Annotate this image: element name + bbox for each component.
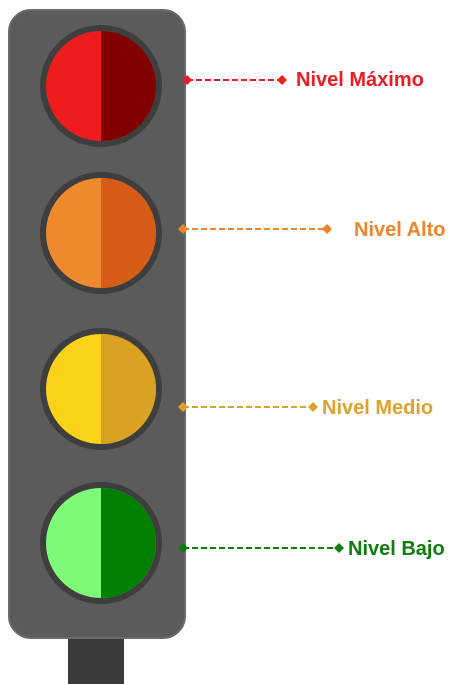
connector-low	[178, 543, 344, 553]
level-label-mid: Nivel Medio	[322, 397, 434, 419]
connector-mid-start-diamond	[178, 402, 188, 412]
connector-max-start-diamond	[182, 75, 192, 85]
lamp-low	[40, 482, 162, 604]
lamp-high	[40, 172, 162, 294]
level-label-max: Nivel Máximo	[296, 69, 424, 91]
connector-high-end-diamond	[322, 224, 332, 234]
lamp-max	[40, 25, 162, 147]
lamp-max-dark-half	[101, 31, 156, 141]
connector-mid-end-diamond	[308, 402, 318, 412]
connector-max	[182, 75, 287, 85]
connector-high-start-diamond	[178, 224, 188, 234]
traffic-light-pole	[68, 634, 124, 684]
lamp-mid	[40, 328, 162, 450]
connector-max-end-diamond	[277, 75, 287, 85]
connector-mid	[178, 402, 318, 412]
connector-high	[178, 224, 332, 234]
level-label-low: Nivel Bajo	[348, 538, 445, 560]
traffic-light-housing	[8, 9, 186, 639]
lamp-high-dark-half	[101, 178, 156, 288]
level-label-high: Nivel Alto	[354, 219, 446, 241]
lamp-mid-dark-half	[101, 334, 156, 444]
lamp-low-dark-half	[101, 488, 156, 598]
connector-low-end-diamond	[334, 543, 344, 553]
connector-low-start-diamond	[178, 543, 188, 553]
